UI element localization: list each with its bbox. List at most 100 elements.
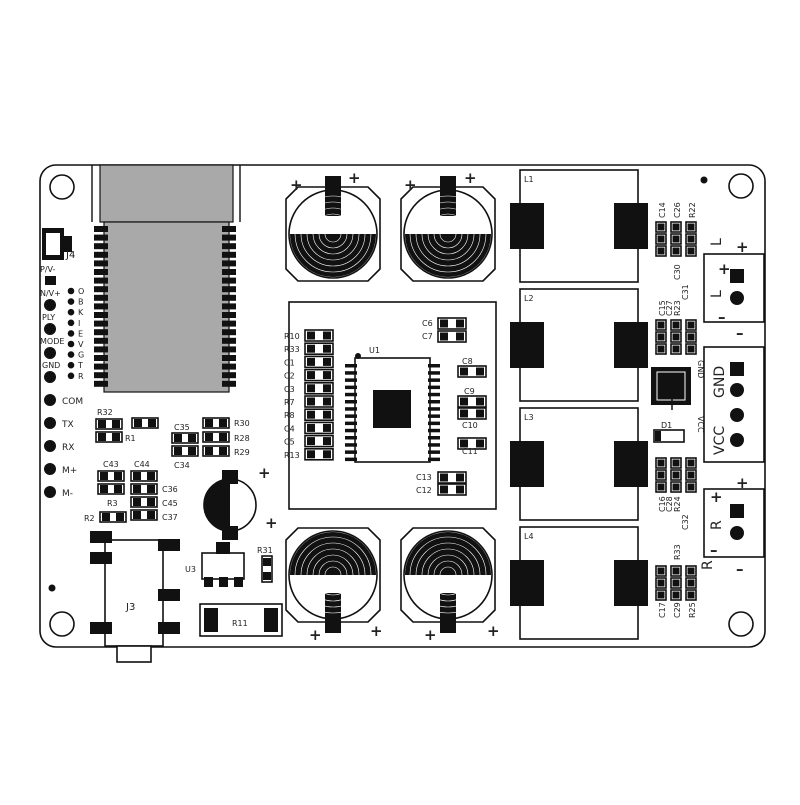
label-c45: C45 xyxy=(162,499,178,508)
fiducial-dot xyxy=(48,584,56,592)
plus-sign: + xyxy=(487,622,500,640)
header-pin-label: E xyxy=(78,329,83,338)
label-c36: C36 xyxy=(162,485,178,494)
label-c31: C31 xyxy=(681,284,690,300)
chip-pin xyxy=(428,392,440,397)
chip-pin xyxy=(428,443,440,447)
module-pin xyxy=(94,337,108,344)
label-c43: C43 xyxy=(103,460,119,469)
label-c37: C37 xyxy=(162,513,178,522)
terminal-left-plus: + xyxy=(736,238,749,256)
module-pin xyxy=(94,312,108,318)
chip-pin xyxy=(428,371,440,375)
terminal-left-label2: L xyxy=(709,290,725,298)
label-c27: C27 xyxy=(665,300,674,316)
chip-pin xyxy=(345,371,357,375)
module-pin xyxy=(94,277,108,284)
header-label-pv: P/V- xyxy=(40,265,56,274)
chip-left-label: R33 xyxy=(284,345,300,354)
module-pin xyxy=(222,380,236,387)
mounting-hole-bottom-left xyxy=(49,611,75,637)
chip-left-label: C1 xyxy=(284,358,295,367)
module-pin xyxy=(222,372,236,379)
terminal-right-minus2: – xyxy=(710,541,718,559)
smd-part xyxy=(304,395,334,408)
plus-sign: + xyxy=(464,169,477,187)
label-c16: C16 xyxy=(658,496,667,512)
chip-right-label: C12 xyxy=(416,486,432,495)
smd-part xyxy=(437,471,467,484)
chip-pin xyxy=(345,443,357,447)
chip-right-label: C7 xyxy=(422,332,433,341)
label-u3: U3 xyxy=(185,565,196,574)
inductor-label: L1 xyxy=(524,175,534,184)
label-r28: R28 xyxy=(234,434,250,443)
header-pad-square xyxy=(45,276,56,285)
module-pin xyxy=(94,303,108,310)
module-pin xyxy=(222,243,236,250)
chip-left-label: R10 xyxy=(284,332,300,341)
module-pin xyxy=(94,269,108,275)
small-electrolytic-cap: + + xyxy=(203,464,278,540)
header-pin xyxy=(67,340,75,348)
label-c30: C30 xyxy=(673,264,682,280)
terminal-right: + – + R – R xyxy=(700,474,765,578)
header-pin-label: V xyxy=(78,340,84,349)
smd-part xyxy=(457,407,487,420)
terminal-gnd-label: GND xyxy=(712,366,728,398)
plus-sign: + xyxy=(370,622,383,640)
module-pin xyxy=(222,303,236,310)
serial-label-com: COM xyxy=(62,397,83,407)
label-u1: U1 xyxy=(369,346,380,355)
plus-sign: + xyxy=(404,176,417,194)
module-pin xyxy=(222,329,236,336)
mounting-hole-top-right xyxy=(728,173,754,199)
header-label-nv: N/V+ xyxy=(40,289,61,298)
serial-label-mminus: M- xyxy=(62,489,73,499)
chip-right-label: C10 xyxy=(462,421,478,430)
chip-pin xyxy=(428,364,440,368)
inductor: L1 xyxy=(510,169,648,283)
module-pin xyxy=(94,251,108,258)
smd-part xyxy=(457,365,487,378)
terminal-right-label: R xyxy=(709,520,725,530)
audio-jack-j3: J3 xyxy=(90,531,180,663)
label-r31: R31 xyxy=(257,546,273,555)
module-pin xyxy=(94,294,108,301)
header-pin-label: R xyxy=(78,372,84,381)
plus-sign: + xyxy=(258,464,271,482)
electrolytic-cap xyxy=(400,527,496,633)
smd-part xyxy=(304,408,334,422)
resistor-r11: R11 xyxy=(199,603,283,637)
electrolytic-cap xyxy=(400,176,496,282)
header-pin xyxy=(67,330,75,337)
regulator-u3: U3 R31 xyxy=(185,542,273,587)
module-pin xyxy=(222,320,236,327)
mounting-hole-bottom-right xyxy=(728,611,754,637)
label-c34: C34 xyxy=(174,461,190,470)
label-c26: C26 xyxy=(673,202,682,218)
smd-part xyxy=(437,317,467,330)
amplifier-outline xyxy=(288,301,497,510)
label-r32: R32 xyxy=(97,408,113,417)
module-pin xyxy=(94,363,108,370)
terminal-left-plus2: + xyxy=(718,260,731,278)
electrolytic-caps: ++++++++ xyxy=(285,169,500,644)
inductor: L3 xyxy=(510,407,648,521)
smd-part xyxy=(304,381,334,395)
label-d1: D1 xyxy=(661,421,672,430)
header-pin xyxy=(67,372,75,380)
chip-right-label: C13 xyxy=(416,473,432,482)
module-pin xyxy=(94,380,108,387)
module-pin xyxy=(94,329,108,336)
label-c14: C14 xyxy=(658,202,667,218)
label-c35: C35 xyxy=(174,423,190,432)
serial-label-rx: RX xyxy=(62,443,74,453)
module-pin xyxy=(222,312,236,318)
label-r24: R24 xyxy=(673,496,682,512)
header-pin-label: I xyxy=(78,319,80,328)
label-j3: J3 xyxy=(125,602,135,613)
